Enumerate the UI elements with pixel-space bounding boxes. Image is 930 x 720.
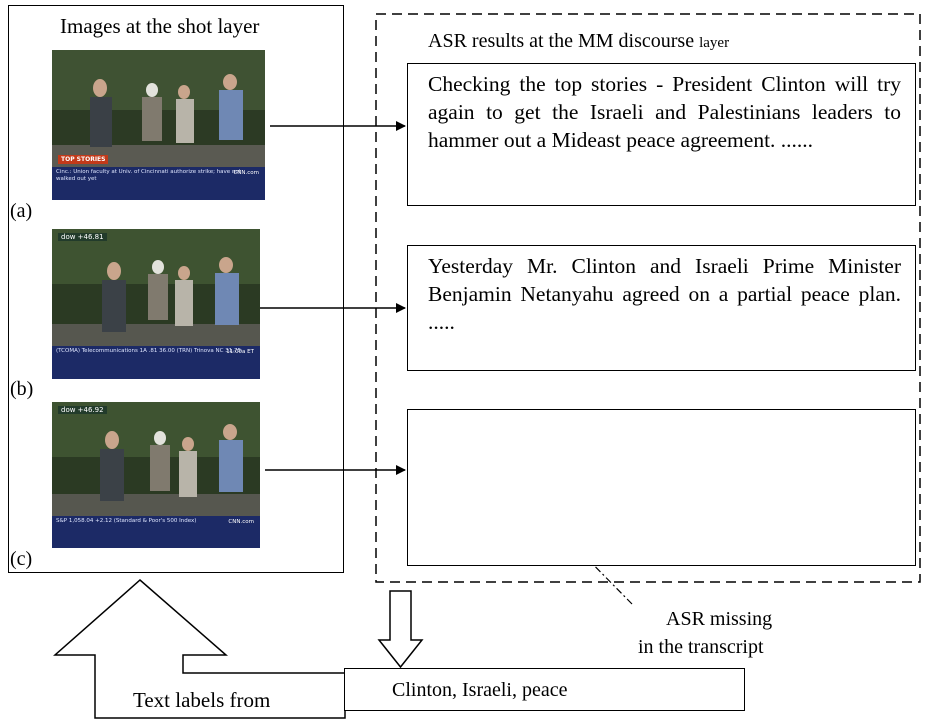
frame-b-label: (b) (10, 378, 34, 400)
shot-layer-box (8, 5, 344, 573)
top-stories-badge: TOP STORIES (58, 155, 109, 164)
asr-title-main: ASR results at the MM discourse (428, 30, 695, 52)
frame-b-brand: 11:00a ET (226, 349, 254, 355)
frame-c-brand: CNN.com (228, 518, 254, 525)
asr-result-box-empty (407, 409, 916, 566)
frame-c-ticker: dow +46.92 (58, 406, 107, 414)
video-frame-c: dow +46.92 S&P 1,058.04 +2.12 (Standard … (52, 402, 260, 548)
asr-title-small: layer (699, 35, 730, 51)
asr-layer-region (375, 13, 921, 583)
asr-result-box: Checking the top stories - President Cli… (407, 63, 916, 206)
asr-result-box: Yesterday Mr. Clinton and Israeli Prime … (407, 245, 916, 371)
asr-missing-label: ASR missing (666, 608, 773, 630)
text-labels-from-caption: Text labels from (133, 688, 271, 712)
frame-b-caption-bar: (TCOMA) Telecommunications 1A .81 36.00 … (52, 346, 260, 379)
frame-b-ticker: dow +46.81 (58, 233, 107, 241)
video-frame-b: dow +46.81 (TCOMA) Telecommunications 1A… (52, 229, 260, 379)
frame-a-label: (a) (10, 200, 33, 222)
frame-a-brand: CNN.com (233, 170, 259, 176)
frame-c-caption-bar: S&P 1,058.04 +2.12 (Standard & Poor's 50… (52, 515, 260, 548)
frame-a-caption-bar: Cinc.: Union faculty at Univ. of Cincinn… (52, 167, 265, 200)
asr-missing-label-line2: in the transcript (638, 636, 764, 658)
frame-a-caption: Cinc.: Union faculty at Univ. of Cincinn… (56, 169, 241, 182)
text-labels-box: Clinton, Israeli, peace (344, 668, 745, 711)
frame-c-label: (c) (10, 548, 33, 570)
text-labels-value: Clinton, Israeli, peace (392, 679, 568, 701)
frame-c-caption: S&P 1,058.04 +2.12 (Standard & Poor's 50… (56, 517, 197, 524)
down-arrow-to-labels (377, 590, 424, 669)
frame-b-caption: (TCOMA) Telecommunications 1A .81 36.00 … (56, 348, 241, 354)
video-frame-a: TOP STORIES Cinc.: Union faculty at Univ… (52, 50, 265, 200)
asr-layer-title: ASR results at the MM discourse layer (428, 30, 729, 53)
shot-layer-title: Images at the shot layer (60, 14, 260, 38)
